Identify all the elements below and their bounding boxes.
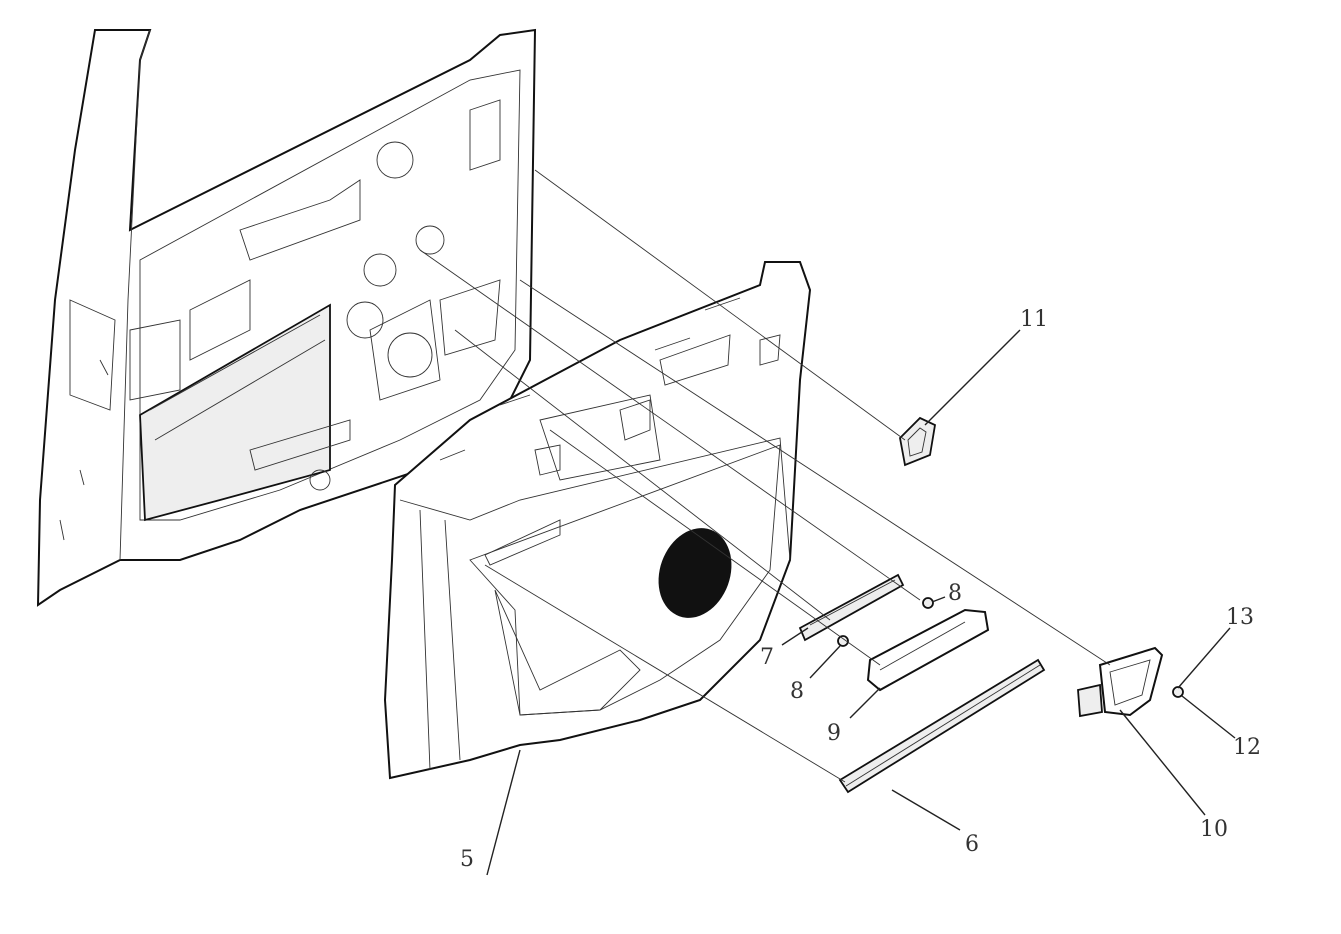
callout-8-upper: 8 [948, 581, 962, 606]
part-10-inner-handle [1077, 646, 1164, 718]
assembly-lines [419, 169, 1111, 783]
leader-lines [486, 329, 1236, 876]
callout-7: 7 [760, 645, 774, 670]
door-inner-panel [36, 28, 537, 607]
callout-11: 11 [1020, 307, 1048, 332]
part-8-screw-lower [837, 635, 849, 647]
door-trim-panel [383, 261, 812, 780]
part-11-bezel [899, 416, 937, 467]
part-12-screw [1172, 686, 1184, 698]
callout-9: 9 [827, 721, 841, 746]
part-6-trim-strip [838, 658, 1046, 794]
callout-13: 13 [1226, 605, 1254, 630]
callout-6: 6 [965, 832, 979, 857]
speaker-grille [658, 528, 732, 618]
callout-8-lower: 8 [790, 679, 804, 704]
callout-5: 5 [460, 847, 474, 872]
part-9-pull-handle [866, 608, 990, 692]
callout-10: 10 [1200, 817, 1228, 842]
callout-12: 12 [1233, 735, 1261, 760]
part-8-screw-upper [922, 597, 934, 609]
part-7-bracket [798, 573, 905, 642]
